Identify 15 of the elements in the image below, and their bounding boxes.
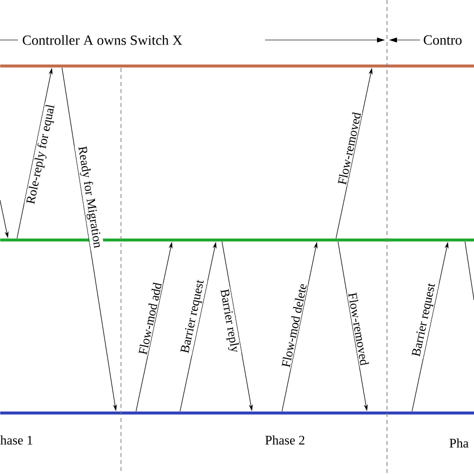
edge-label: Flow-removed xyxy=(346,290,370,368)
edge-label: Ready for Migration xyxy=(74,144,104,250)
timeline-bar xyxy=(0,412,474,414)
edge-label: Flow-mod delete xyxy=(280,282,308,370)
text-label: Phase 2 xyxy=(265,435,304,445)
text-label: Controller A owns Switch X xyxy=(22,35,182,45)
edge-label: Role-reply for equal xyxy=(24,102,58,206)
text-label: Pha xyxy=(450,438,469,448)
timeline-bar xyxy=(0,64,474,68)
edge-label: Barrier request xyxy=(179,278,208,356)
edge-label: Barrier request xyxy=(410,281,439,359)
text-label: hase 1 xyxy=(0,435,32,445)
text-label: Contro xyxy=(424,35,462,45)
edge-label: Barrier reply xyxy=(216,287,242,355)
edge-label: Flow-mod add xyxy=(136,280,164,356)
